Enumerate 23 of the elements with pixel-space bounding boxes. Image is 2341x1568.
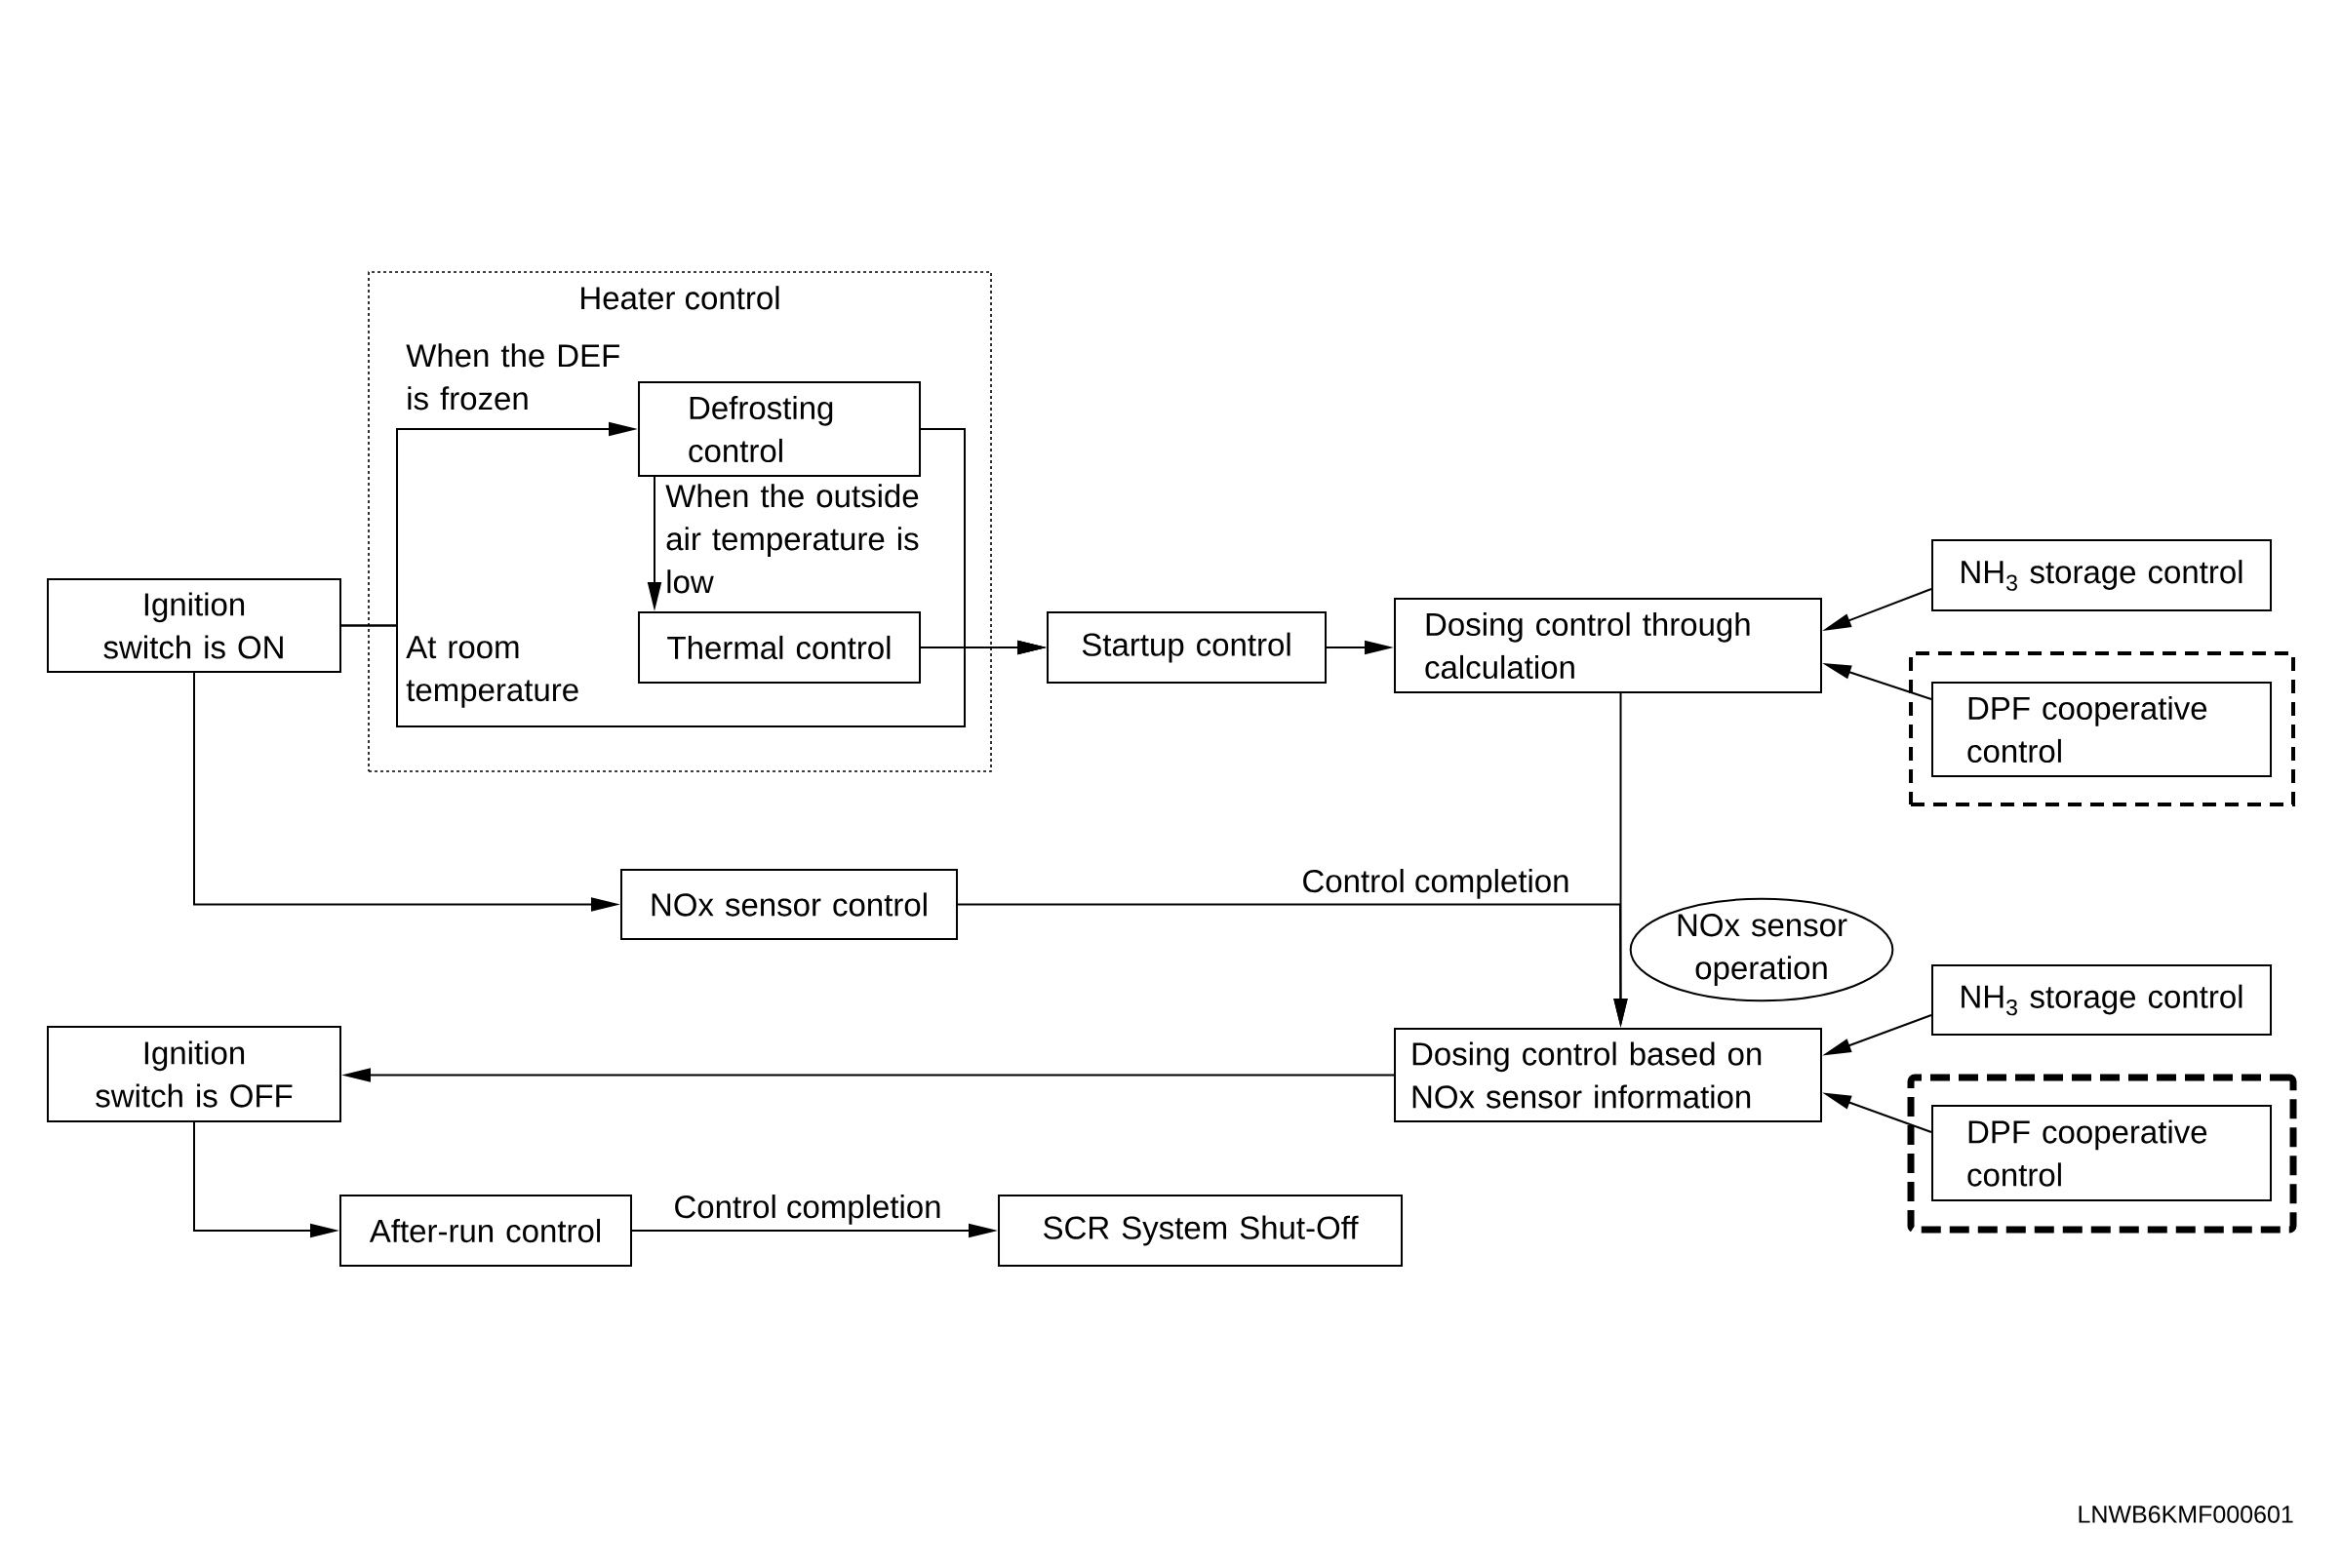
process-box: Dosing control based on NOx sensor information: [1394, 1028, 1822, 1122]
process-box: After-run control: [339, 1195, 632, 1267]
edge-label: Control completion: [1303, 869, 1568, 899]
edge-label: At room temperature: [406, 636, 578, 708]
process-box: NH$_{3}$ storage control: [1931, 539, 2272, 611]
figure-code: LNWB6KMF000601: [2079, 1506, 2293, 1523]
dashed-frame: [1907, 1074, 2297, 1234]
process-box: Thermal control: [638, 611, 921, 684]
process-box: NH$_{3}$ storage control: [1931, 964, 2272, 1036]
process-box: DPF cooperative control: [1931, 1105, 2272, 1201]
process-box: SCR System Shut-Off: [998, 1195, 1403, 1267]
process-box: DPF cooperative control: [1931, 682, 2272, 777]
process-box: Startup control: [1047, 611, 1327, 684]
dashed-frame: [1909, 651, 2295, 806]
process-box: NOx sensor control: [620, 869, 958, 940]
process-box: Ignition switch is OFF: [47, 1026, 341, 1122]
process-box: Defrosting control: [638, 381, 921, 477]
edge-label: Control completion: [675, 1195, 940, 1225]
edge-label: When the DEF is frozen: [406, 343, 619, 411]
process-box: Ignition switch is ON: [47, 578, 341, 673]
process-box: Dosing control through calculation: [1394, 598, 1822, 693]
edge-label: When the outside air temperature is low: [665, 484, 919, 594]
ellipse-node: NOx sensor operation: [1629, 897, 1894, 1002]
